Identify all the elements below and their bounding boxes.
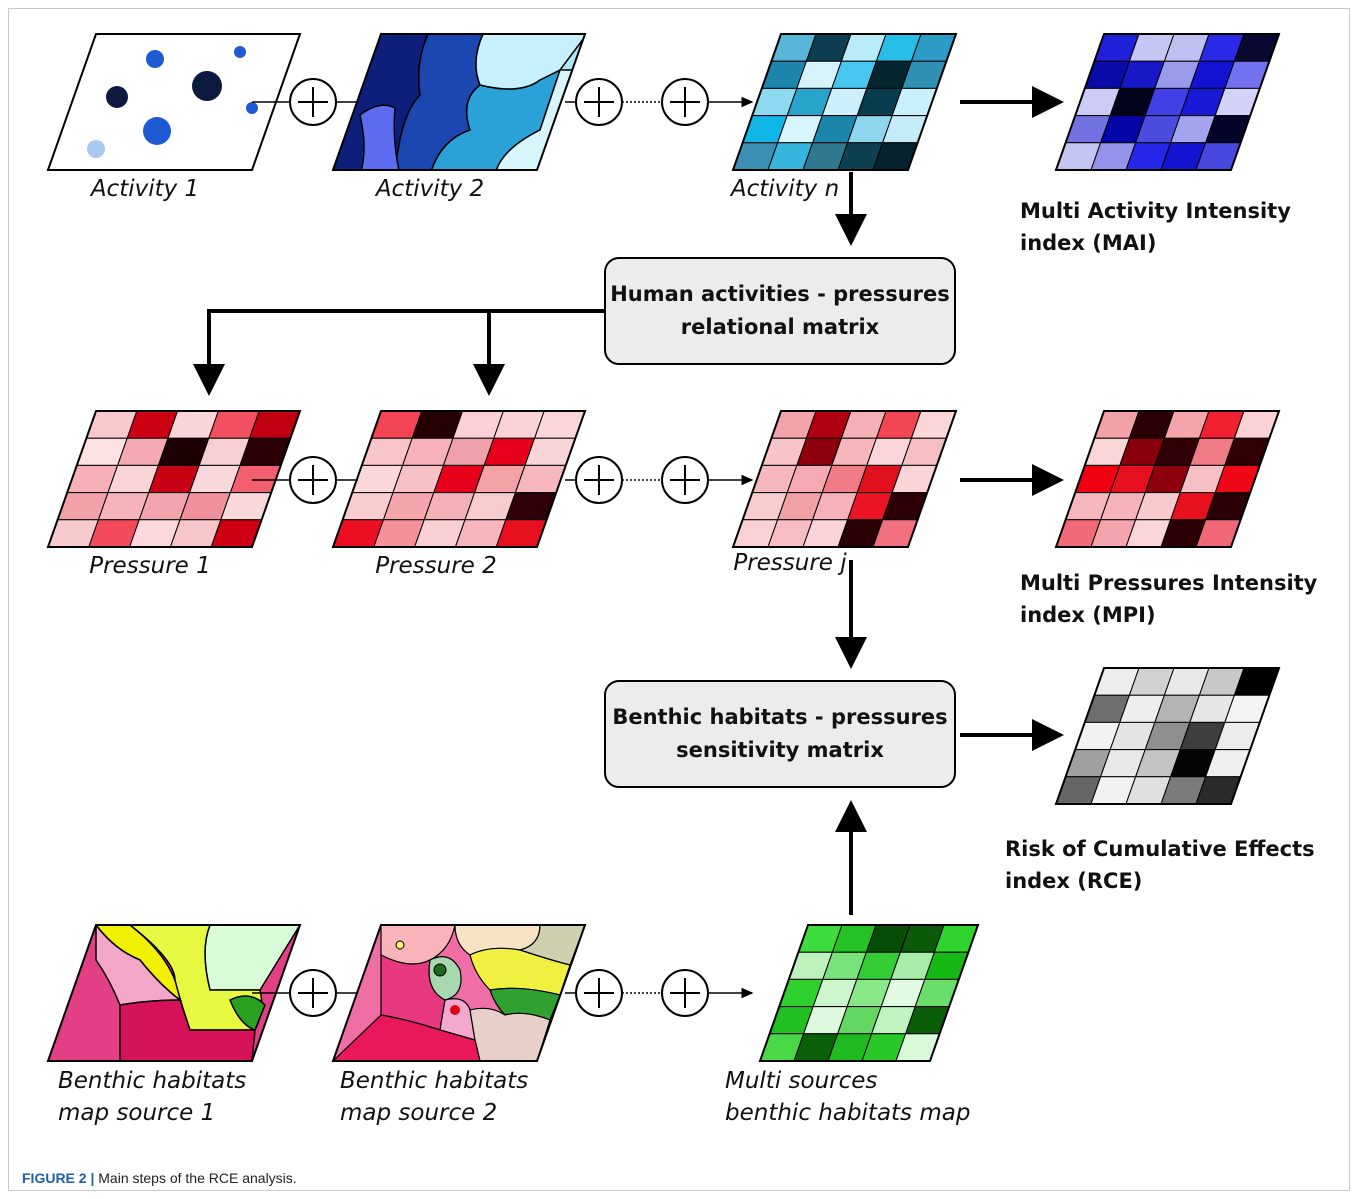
habitats-source-2-map — [331, 924, 587, 1062]
grid-outline — [1054, 33, 1281, 171]
activity-n-label: Activity n — [729, 176, 839, 202]
pressure-j-label: Pressure j — [733, 550, 847, 576]
mai-title-line1: Multi Activity Intensity — [1020, 199, 1291, 223]
plus-operator-icon — [661, 456, 709, 504]
habitats-source-2-line2: map source 2 — [340, 1100, 497, 1126]
rce-title-line2: index (RCE) — [1005, 869, 1142, 893]
pressure-1-label: Pressure 1 — [89, 553, 211, 579]
pressure-j-grid — [731, 410, 958, 548]
sensitivity-matrix-line1: Benthic habitats - pressures — [612, 705, 947, 729]
grid-outline — [46, 410, 302, 548]
figure-caption-text: Main steps of the RCE analysis. — [98, 1170, 297, 1186]
plus-operator-icon — [661, 969, 709, 1017]
relational-matrix-box: Human activities - pressures relational … — [604, 257, 956, 365]
habitats-source-1-line1: Benthic habitats — [58, 1068, 246, 1094]
figure-caption-label: FIGURE 2 | — [22, 1170, 95, 1186]
grid-outline — [1054, 410, 1281, 548]
plus-operator-icon — [575, 456, 623, 504]
activity-1-point — [246, 102, 258, 114]
mai-title-line2: index (MAI) — [1020, 231, 1156, 255]
rce-title-line1: Risk of Cumulative Effects — [1005, 837, 1315, 861]
multi-sources-line1: Multi sources — [725, 1068, 877, 1094]
plus-operator-icon — [661, 78, 709, 126]
habitats-source-1-line2: map source 1 — [58, 1100, 215, 1126]
grid-outline — [731, 410, 958, 548]
habitats-source-2-line1: Benthic habitats — [340, 1068, 528, 1094]
mpi-title-line2: index (MPI) — [1020, 603, 1156, 627]
grid-outline — [1054, 667, 1281, 805]
activity-n-grid — [731, 33, 958, 171]
relational-matrix-line1: Human activities - pressures — [610, 282, 950, 306]
activity-1-point — [143, 117, 171, 145]
mai-grid — [1054, 33, 1281, 171]
plus-operator-icon — [289, 78, 337, 126]
figure-frame — [8, 8, 1350, 1191]
grid-outline — [331, 410, 587, 548]
activity-2-label: Activity 2 — [374, 176, 484, 202]
activity-1-label: Activity 1 — [89, 176, 199, 202]
grid-outline — [758, 924, 980, 1062]
plus-operator-icon — [575, 969, 623, 1017]
activity-1-point — [192, 71, 222, 101]
grid-outline — [731, 33, 958, 171]
relational-matrix-line2: relational matrix — [681, 315, 880, 339]
plus-operator-icon — [289, 456, 337, 504]
activity-1-point — [106, 86, 128, 108]
mpi-grid — [1054, 410, 1281, 548]
rce-grid — [1054, 667, 1281, 805]
plus-operator-icon — [575, 78, 623, 126]
activity-1-point — [234, 46, 246, 58]
pressure-1-grid — [46, 410, 302, 548]
sensitivity-matrix-line2: sensitivity matrix — [676, 738, 884, 762]
activity-1-map — [46, 33, 302, 171]
activity-2-map — [331, 33, 587, 171]
pressure-2-label: Pressure 2 — [375, 553, 497, 579]
activity-1-point — [146, 50, 164, 68]
multi-sources-line2: benthic habitats map — [725, 1100, 970, 1126]
plus-operator-icon — [289, 969, 337, 1017]
activity-1-point — [87, 140, 105, 158]
mpi-title-line1: Multi Pressures Intensity — [1020, 571, 1318, 595]
multi-sources-habitats-grid — [758, 924, 980, 1062]
sensitivity-matrix-box: Benthic habitats - pressures sensitivity… — [604, 680, 956, 788]
pressure-2-grid — [331, 410, 587, 548]
figure-caption: FIGURE 2 | Main steps of the RCE analysi… — [22, 1170, 297, 1186]
